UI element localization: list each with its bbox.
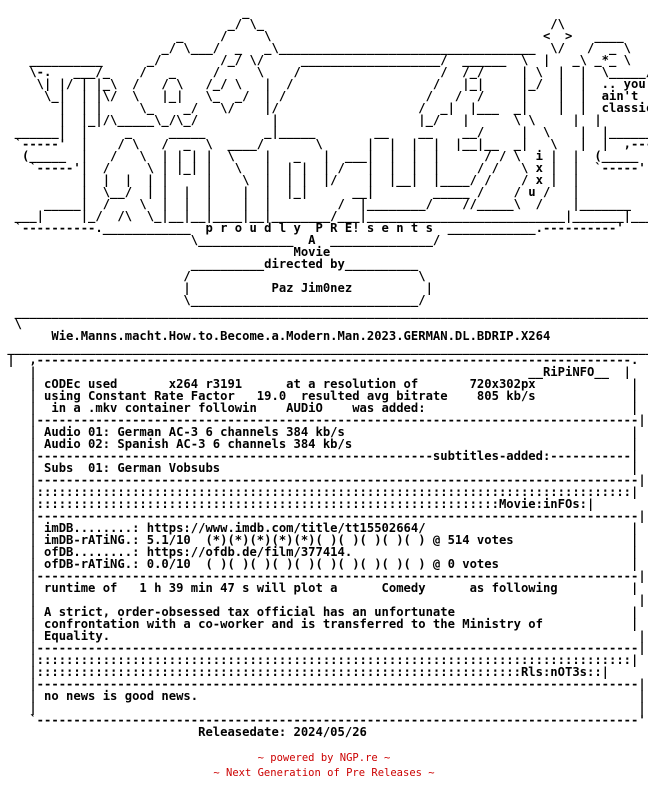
powered-by-text: ~ powered by NGP.re ~ <box>257 752 391 764</box>
ngp-tagline: ~ Next Generation of Pre Releases ~ <box>213 767 435 779</box>
nfo-ascii-content: _ _/ \_ /\ _ / \ < > ____ _/ \___/ _ <box>7 6 648 738</box>
